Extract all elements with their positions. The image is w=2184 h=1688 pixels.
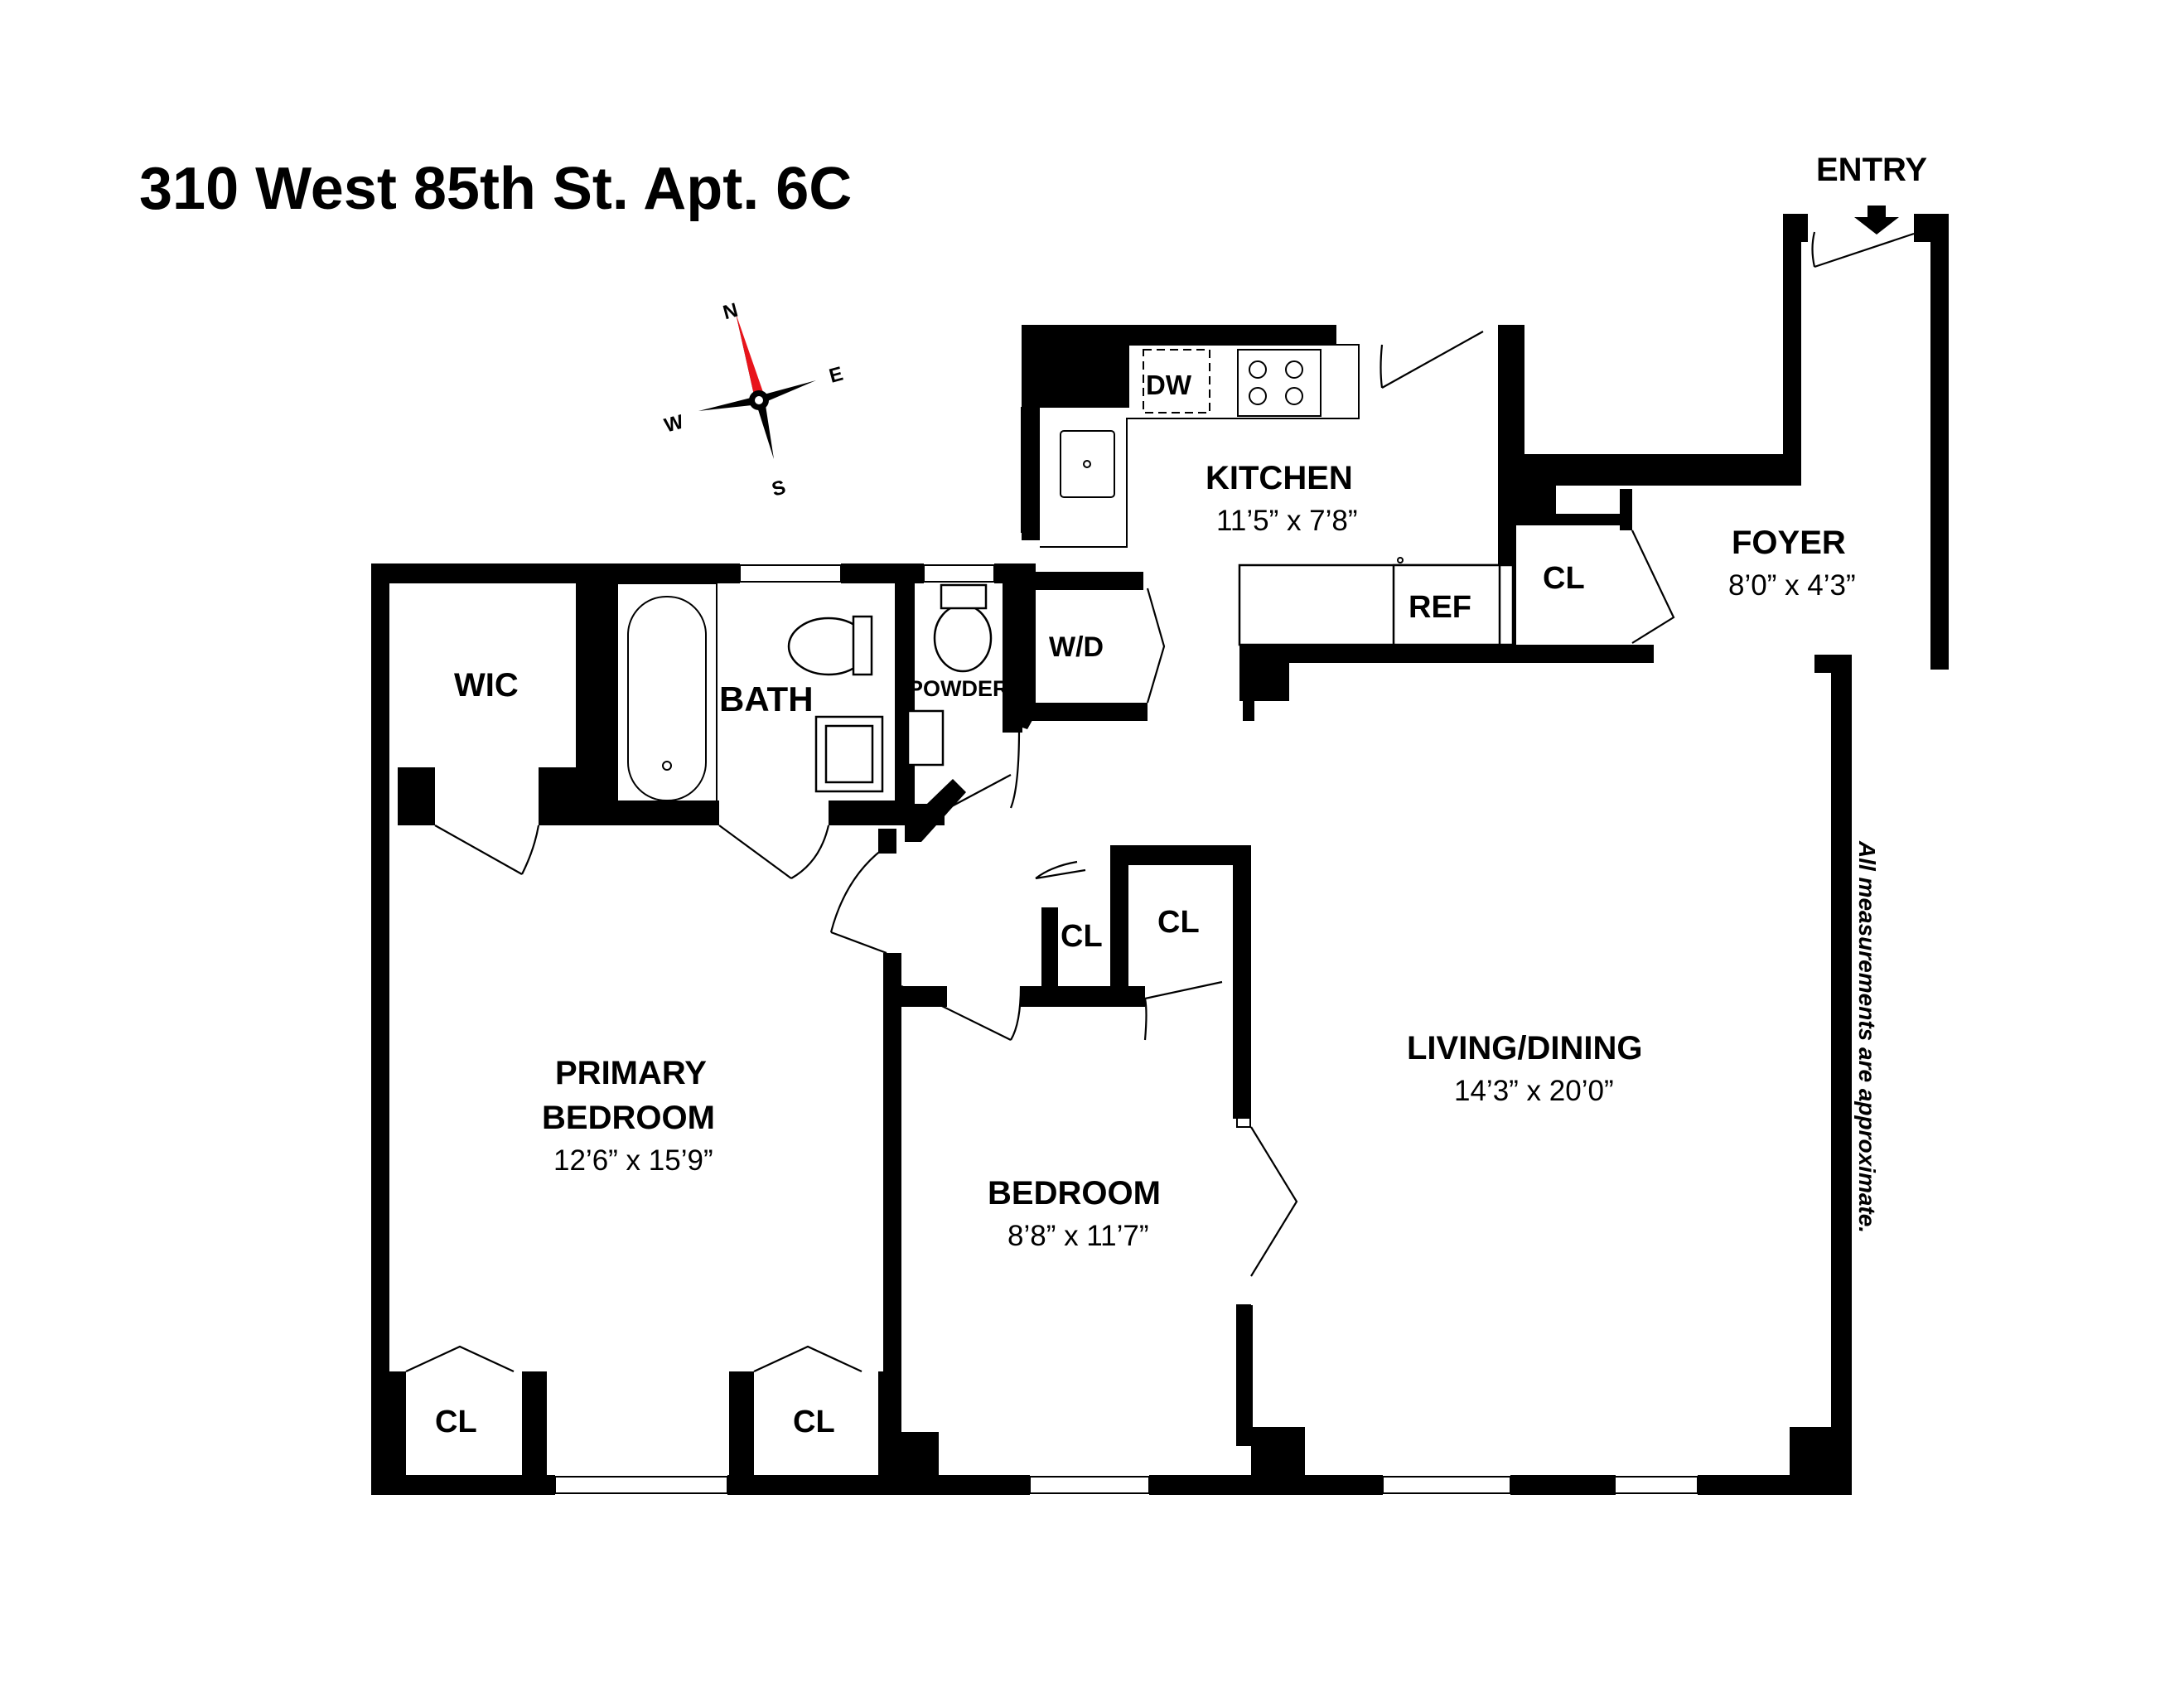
- living-dims: 14’3” x 20’0”: [1454, 1075, 1614, 1107]
- entry-label: ENTRY: [1816, 152, 1927, 188]
- kitchen-dims: 11’5” x 7’8”: [1216, 505, 1358, 537]
- living-label: LIVING/DINING: [1407, 1030, 1642, 1066]
- bedroom-dims: 8’8” x 11’7”: [1007, 1220, 1149, 1252]
- bath-label: BATH: [719, 680, 814, 718]
- refrigerator-label: REF: [1408, 590, 1471, 625]
- entry-arrow-icon: [1854, 206, 1899, 235]
- compass-s: S: [770, 476, 788, 501]
- bedroom-label: BEDROOM: [988, 1175, 1161, 1212]
- washer-dryer-label: W/D: [1049, 631, 1104, 663]
- walls: [371, 214, 1949, 1495]
- closet-label-primary-2: CL: [793, 1405, 835, 1439]
- primary-bedroom-dims: 12’6” x 15’9”: [553, 1144, 713, 1177]
- powder-label: POWDER: [908, 676, 1009, 701]
- foyer-label: FOYER: [1732, 525, 1846, 561]
- closet-label-hall-2: CL: [1157, 905, 1200, 940]
- kitchen-counters: [1040, 344, 1515, 646]
- compass-icon: [698, 313, 816, 459]
- plan-title: 310 West 85th St. Apt. 6C: [139, 156, 852, 222]
- compass-e: E: [827, 363, 845, 388]
- compass-n: N: [721, 299, 741, 325]
- windows: [554, 407, 1698, 1494]
- primary-bedroom-label-2: BEDROOM: [542, 1100, 715, 1136]
- closet-label-hall-1: CL: [1061, 919, 1103, 954]
- closet-label-primary-1: CL: [435, 1405, 477, 1439]
- primary-bedroom-label-1: PRIMARY: [555, 1055, 707, 1091]
- kitchen-label: KITCHEN: [1206, 460, 1353, 496]
- dishwasher-label: DW: [1146, 370, 1192, 400]
- closet-label-foyer: CL: [1543, 561, 1585, 596]
- measurement-note: All measurements are approximate.: [1854, 840, 1880, 1233]
- doors: [405, 231, 1915, 1372]
- wic-label: WIC: [454, 667, 519, 704]
- bath-fixtures: [616, 583, 993, 808]
- compass-w: W: [662, 411, 686, 438]
- foyer-dims: 8’0” x 4’3”: [1728, 569, 1856, 602]
